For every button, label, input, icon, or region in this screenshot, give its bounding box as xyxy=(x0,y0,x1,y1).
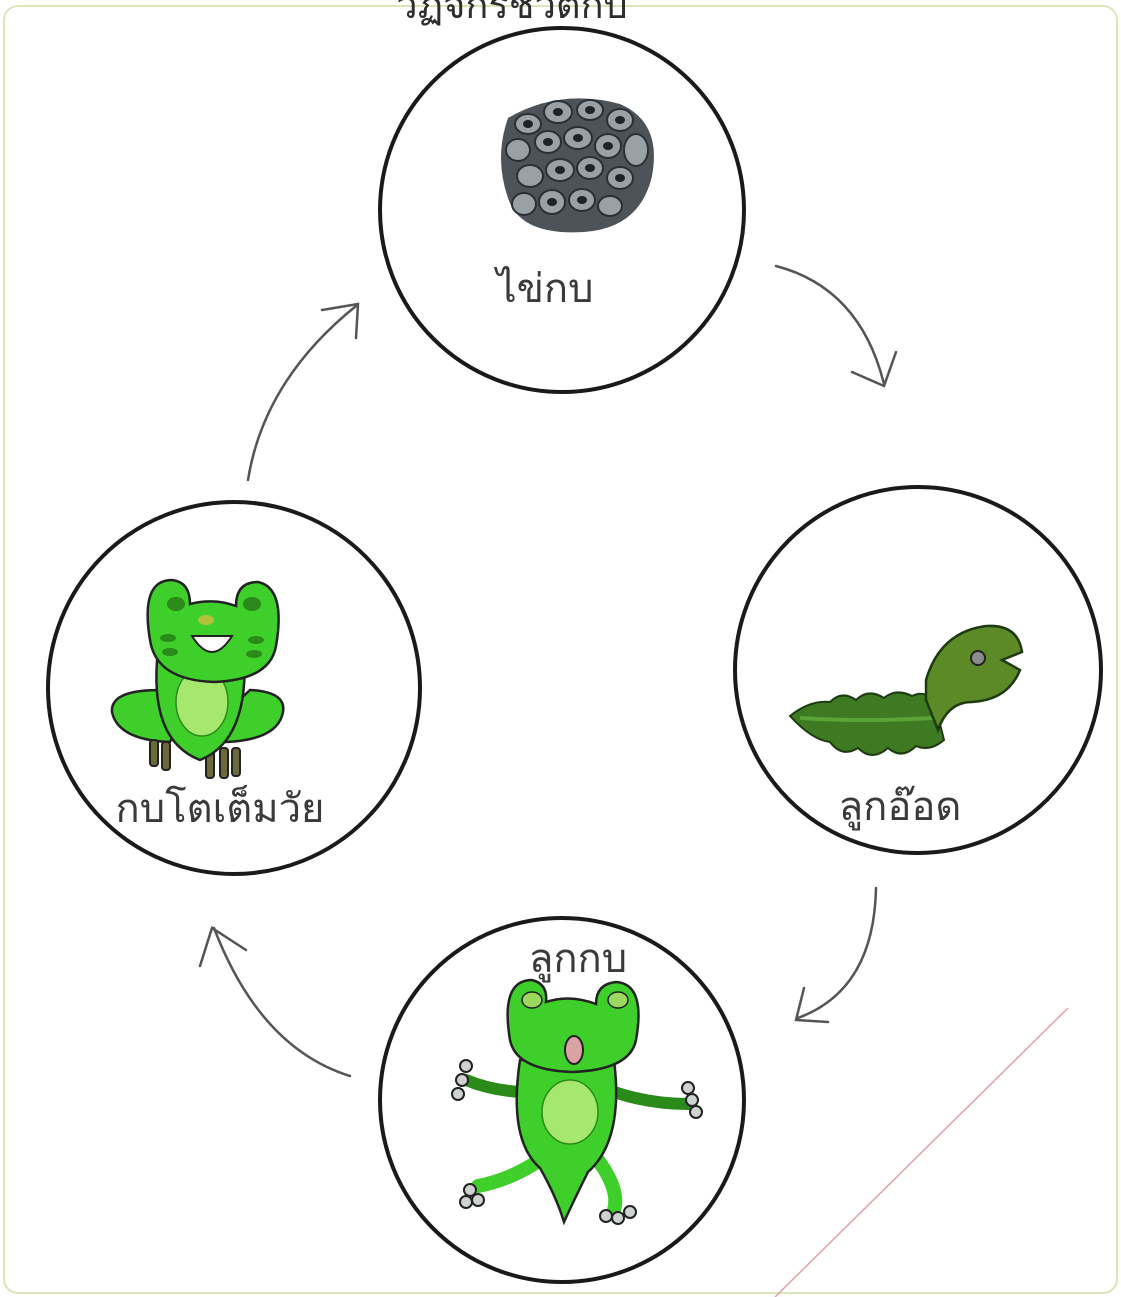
ruled-line xyxy=(775,1008,1068,1297)
stage-label-eggs: ไข่กบ xyxy=(493,266,593,312)
stage-adult: กบโตเต็มวัย xyxy=(48,502,420,874)
stage-eggs: ไข่กบ xyxy=(380,28,744,392)
stage-label-adult: กบโตเต็มวัย xyxy=(116,784,325,832)
arrow-froglet-to-adult xyxy=(200,928,350,1076)
arrow-eggs-to-tadpole xyxy=(776,266,896,386)
arrow-adult-to-eggs xyxy=(248,304,358,480)
stage-tadpole: ลูกอ๊อด xyxy=(735,487,1101,853)
arrow-tadpole-to-froglet xyxy=(796,888,876,1022)
diagram-title: วัฏจักรชีวิตกบ xyxy=(396,0,627,27)
stage-label-froglet: ลูกกบ xyxy=(529,936,627,982)
frog-eggs-icon xyxy=(501,98,654,232)
stage-froglet: ลูกกบ xyxy=(380,918,744,1282)
stage-label-tadpole: ลูกอ๊อด xyxy=(839,784,962,830)
